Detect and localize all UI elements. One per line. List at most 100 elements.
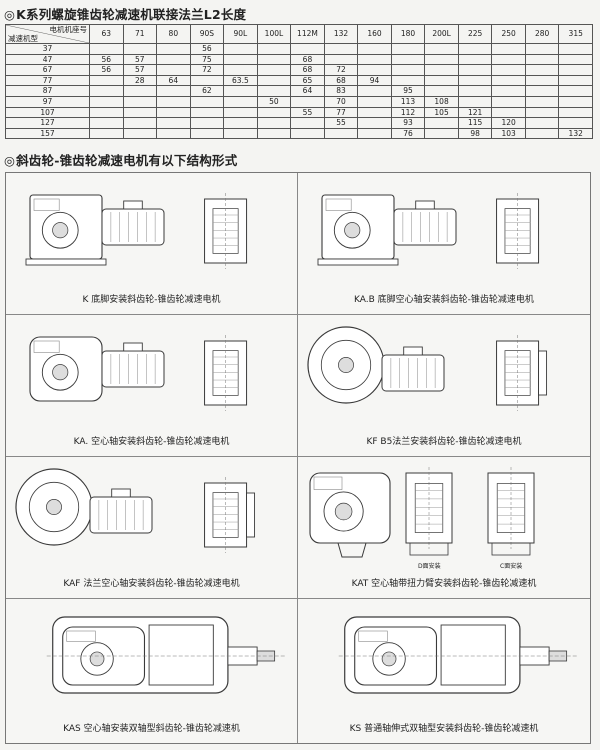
empty-cell [256, 127, 292, 140]
value-cell: 108 [424, 95, 459, 108]
model-cell: 157 [5, 127, 90, 140]
empty-cell [457, 64, 493, 76]
value-cell: 62 [189, 85, 225, 97]
value-cell: 113 [390, 95, 426, 108]
mounting-type-kaf: KAF 法兰空心轴安装斜齿轮-锥齿轮减速电机 [6, 457, 298, 599]
empty-cell [290, 117, 325, 129]
empty-cell [524, 43, 560, 55]
value-cell: 56 [189, 43, 225, 55]
mounting-type-kab: KA.B 底脚空心轴安装斜齿轮-锥齿轮减速电机 [298, 173, 590, 315]
frame-header-12: 250 [491, 24, 526, 44]
empty-cell [424, 43, 459, 55]
frame-header-0: 63 [89, 24, 124, 44]
empty-cell [223, 117, 258, 129]
empty-cell [89, 74, 124, 87]
empty-cell [156, 43, 191, 55]
type-caption: KA.B 底脚空心轴安装斜齿轮-锥齿轮减速电机 [354, 295, 534, 305]
empty-cell [558, 85, 593, 97]
model-cell: 67 [5, 64, 90, 76]
empty-cell [290, 43, 325, 55]
empty-cell [524, 106, 560, 119]
type-caption: KAF 法兰空心轴安装斜齿轮-锥齿轮减速电机 [63, 579, 240, 589]
empty-cell [357, 64, 392, 76]
empty-cell [89, 43, 124, 55]
mounting-type-k: K 底脚安装斜齿轮-锥齿轮减速电机 [6, 173, 298, 315]
empty-cell [223, 43, 258, 55]
empty-cell [558, 43, 593, 55]
empty-cell [156, 127, 191, 140]
value-cell: 55 [290, 106, 325, 119]
empty-cell [290, 95, 325, 108]
empty-cell [558, 106, 593, 119]
type-caption: KF B5法兰安装斜齿轮-锥齿轮减速电机 [366, 437, 522, 447]
empty-cell [558, 117, 593, 129]
mounting-type-kas: KAS 空心轴安装双轴型斜齿轮-锥齿轮减速机 [6, 599, 298, 743]
empty-cell [524, 74, 560, 87]
type-caption: KS 普通轴伸式双轴型安装斜齿轮-锥齿轮减速机 [349, 724, 539, 734]
empty-cell [89, 85, 124, 97]
model-cell: 127 [5, 117, 90, 129]
empty-cell [122, 127, 158, 140]
model-cell: 87 [5, 85, 90, 97]
type-caption: KA. 空心轴安装斜齿轮-锥齿轮减速电机 [73, 437, 230, 447]
empty-cell [156, 85, 191, 97]
empty-cell [457, 85, 493, 97]
value-cell: 98 [457, 127, 493, 140]
value-cell: 112 [390, 106, 426, 119]
mounting-type-ks: KS 普通轴伸式双轴型安装斜齿轮-锥齿轮减速机 [298, 599, 590, 743]
empty-cell [256, 64, 292, 76]
empty-cell [156, 53, 191, 66]
model-cell: 37 [5, 43, 90, 55]
model-cell: 47 [5, 53, 90, 66]
value-cell: 83 [323, 85, 359, 97]
kat-c-side-label: C面安装 [500, 563, 523, 570]
value-cell: 77 [323, 106, 359, 119]
empty-cell [390, 53, 426, 66]
empty-cell [122, 95, 158, 108]
empty-cell [256, 53, 292, 66]
empty-cell [491, 85, 526, 97]
empty-cell [424, 74, 459, 87]
frame-header-3: 90S [189, 24, 225, 44]
value-cell: 55 [323, 117, 359, 129]
empty-cell [156, 117, 191, 129]
empty-cell [457, 74, 493, 87]
empty-cell [524, 85, 560, 97]
value-cell: 64 [156, 74, 191, 87]
value-cell: 105 [424, 106, 459, 119]
empty-cell [457, 53, 493, 66]
value-cell: 64 [290, 85, 325, 97]
empty-cell [223, 127, 258, 140]
empty-cell [357, 85, 392, 97]
frame-header-5: 100L [256, 24, 292, 44]
reducer-drawing [309, 467, 535, 558]
empty-cell [524, 64, 560, 76]
frame-header-8: 160 [357, 24, 392, 44]
empty-cell [558, 95, 593, 108]
empty-cell [223, 106, 258, 119]
type-caption: K 底脚安装斜齿轮-锥齿轮减速电机 [82, 295, 221, 305]
ring-bullet-icon: ◎ [4, 153, 16, 168]
reducer-drawing [317, 193, 540, 269]
frame-header-1: 71 [122, 24, 158, 44]
frame-header-2: 80 [156, 24, 191, 44]
table-row: 37 56 [5, 43, 593, 55]
reducer-drawing [15, 468, 256, 553]
empty-cell [122, 85, 158, 97]
value-cell: 70 [323, 95, 359, 108]
value-cell: 28 [122, 74, 158, 87]
frame-header-14: 315 [558, 24, 593, 44]
empty-cell [390, 43, 426, 55]
empty-cell [89, 95, 124, 108]
empty-cell [223, 85, 258, 97]
empty-cell [122, 117, 158, 129]
empty-cell [223, 53, 258, 66]
empty-cell [424, 53, 459, 66]
empty-cell [156, 64, 191, 76]
empty-cell [122, 43, 158, 55]
